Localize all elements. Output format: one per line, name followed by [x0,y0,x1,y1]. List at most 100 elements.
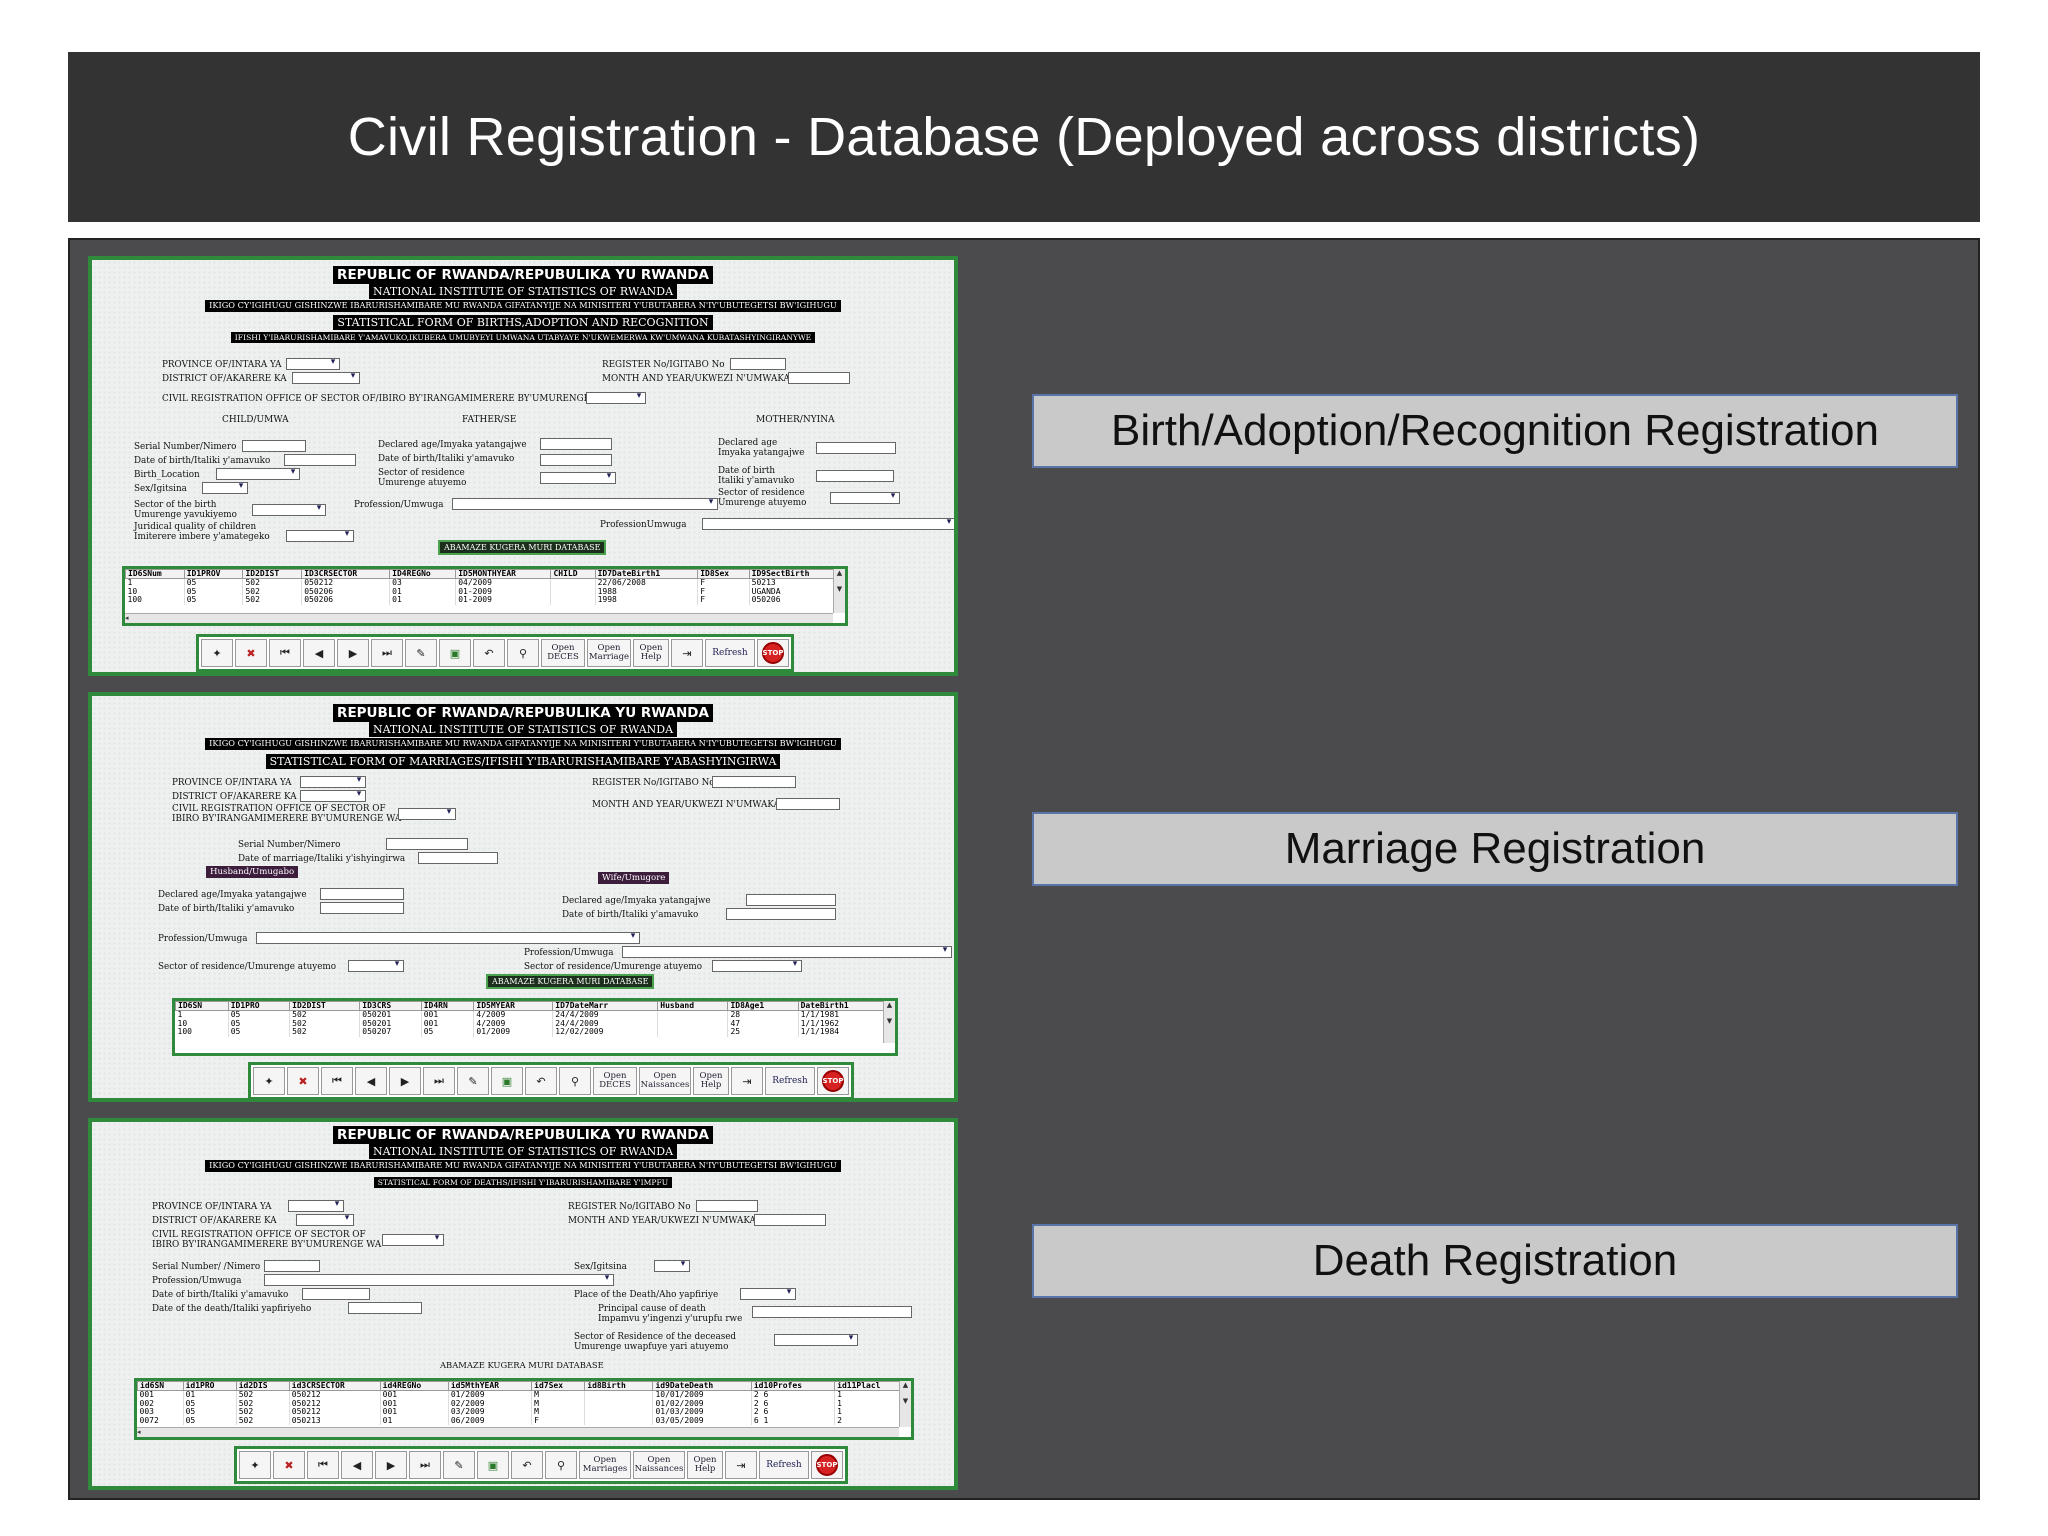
column-header[interactable]: id7Sex [531,1381,586,1392]
find-icon[interactable]: ⚲ [507,639,539,667]
child-dob-input[interactable] [284,454,356,466]
column-header[interactable]: CHILD [550,569,596,580]
father-profession-select[interactable] [452,497,718,510]
mother-dob-input[interactable] [816,470,894,482]
stop-button[interactable]: STOP [811,1451,843,1479]
vertical-scrollbar[interactable]: ▲▼ [833,569,845,613]
save-icon[interactable]: ▣ [477,1451,509,1479]
column-header[interactable]: ID1PRO [227,1001,291,1012]
undo-icon[interactable]: ↶ [511,1451,543,1479]
first-record-icon[interactable]: ⏮ [307,1451,339,1479]
column-header[interactable]: Husband [657,1001,729,1012]
register-no-input[interactable] [712,776,796,788]
wife-profession-select[interactable] [622,945,952,958]
vertical-scrollbar[interactable]: ▲▼ [899,1381,911,1427]
delete-record-icon[interactable]: ✖ [235,639,267,667]
refresh-button[interactable]: Refresh [759,1451,809,1479]
office-select[interactable] [398,807,456,820]
mother-age-input[interactable] [816,442,896,454]
juridical-select[interactable] [286,529,354,542]
column-header[interactable]: id2DIS [235,1381,290,1392]
first-record-icon[interactable]: ⏮ [321,1067,353,1095]
next-record-icon[interactable]: ▶ [375,1451,407,1479]
first-record-icon[interactable]: ⏮ [269,639,301,667]
last-record-icon[interactable]: ⏭ [409,1451,441,1479]
column-header[interactable]: id10Profes [750,1381,836,1392]
office-select[interactable] [586,391,646,404]
wife-dob-input[interactable] [726,908,836,920]
stop-button[interactable]: STOP [817,1067,849,1095]
cause-input[interactable] [752,1306,912,1318]
dod-input[interactable] [348,1302,422,1314]
horizontal-scrollbar[interactable]: ◂ [137,1427,899,1437]
undo-icon[interactable]: ↶ [525,1067,557,1095]
column-header[interactable]: ID3CRS [359,1001,422,1012]
district-select[interactable] [292,371,360,384]
wife-sector-select[interactable] [712,959,802,972]
edit-icon[interactable]: ✎ [457,1067,489,1095]
column-header[interactable]: ID8Sex [697,569,750,580]
serial-input[interactable] [264,1260,320,1272]
month-year-input[interactable] [776,798,840,810]
save-icon[interactable]: ▣ [439,639,471,667]
column-header[interactable]: id8Birth [584,1381,654,1392]
profession-select[interactable] [264,1273,614,1286]
edit-icon[interactable]: ✎ [443,1451,475,1479]
serial-input[interactable] [386,838,468,850]
month-year-input[interactable] [788,372,850,384]
undo-icon[interactable]: ↶ [473,639,505,667]
month-year-input[interactable] [754,1214,826,1226]
dob-input[interactable] [302,1288,370,1300]
child-sex-select[interactable] [202,481,248,494]
new-record-icon[interactable]: ✦ [201,639,233,667]
refresh-button[interactable]: Refresh [705,639,755,667]
office-select[interactable] [382,1233,444,1246]
register-no-input[interactable] [696,1200,758,1212]
mother-profession-select[interactable] [702,517,954,530]
horizontal-scrollbar[interactable]: ◂ [125,613,833,623]
mother-sector-select[interactable] [830,491,900,504]
edit-icon[interactable]: ✎ [405,639,437,667]
exit-icon[interactable]: ⇥ [725,1451,757,1479]
new-record-icon[interactable]: ✦ [239,1451,271,1479]
husband-sector-select[interactable] [348,959,404,972]
last-record-icon[interactable]: ⏭ [423,1067,455,1095]
stop-button[interactable]: STOP [757,639,789,667]
column-header[interactable]: ID6SNum [125,569,185,580]
husband-profession-select[interactable] [256,931,640,944]
birth-database-button[interactable]: ABAMAZE KUGERA MURI DATABASE [438,540,607,555]
new-record-icon[interactable]: ✦ [253,1067,285,1095]
column-header[interactable]: id5MthYEAR [447,1381,533,1392]
marriage-database-button[interactable]: ABAMAZE KUGERA MURI DATABASE [486,974,655,989]
column-header[interactable]: ID6SN [175,1001,229,1012]
birth-location-select[interactable] [216,467,300,480]
delete-record-icon[interactable]: ✖ [287,1067,319,1095]
district-select[interactable] [296,1213,354,1226]
delete-record-icon[interactable]: ✖ [273,1451,305,1479]
register-no-input[interactable] [730,358,786,370]
previous-record-icon[interactable]: ◀ [341,1451,373,1479]
province-select[interactable] [300,775,366,788]
next-record-icon[interactable]: ▶ [389,1067,421,1095]
previous-record-icon[interactable]: ◀ [303,639,335,667]
